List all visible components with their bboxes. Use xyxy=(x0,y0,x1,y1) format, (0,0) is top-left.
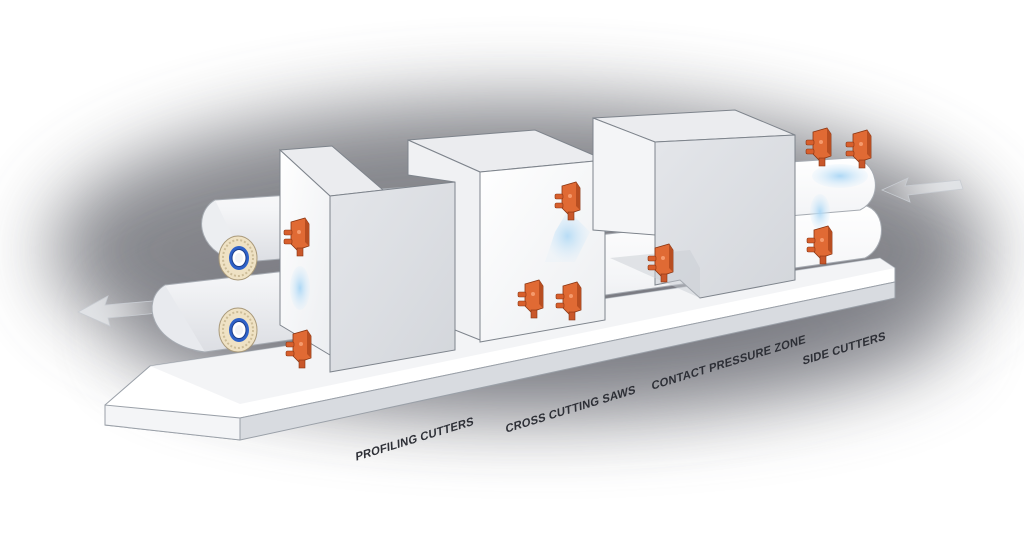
beam-profiling xyxy=(290,266,310,310)
beam-side-top xyxy=(812,164,868,188)
roller-bottom-icon xyxy=(218,307,258,353)
beam-cross xyxy=(545,210,590,262)
housing-contact-pressure xyxy=(592,109,796,299)
housing-profiling xyxy=(278,145,456,373)
flow-in-arrow xyxy=(881,177,964,203)
roller-top-icon xyxy=(218,235,258,281)
beam-side-mid xyxy=(810,194,830,230)
